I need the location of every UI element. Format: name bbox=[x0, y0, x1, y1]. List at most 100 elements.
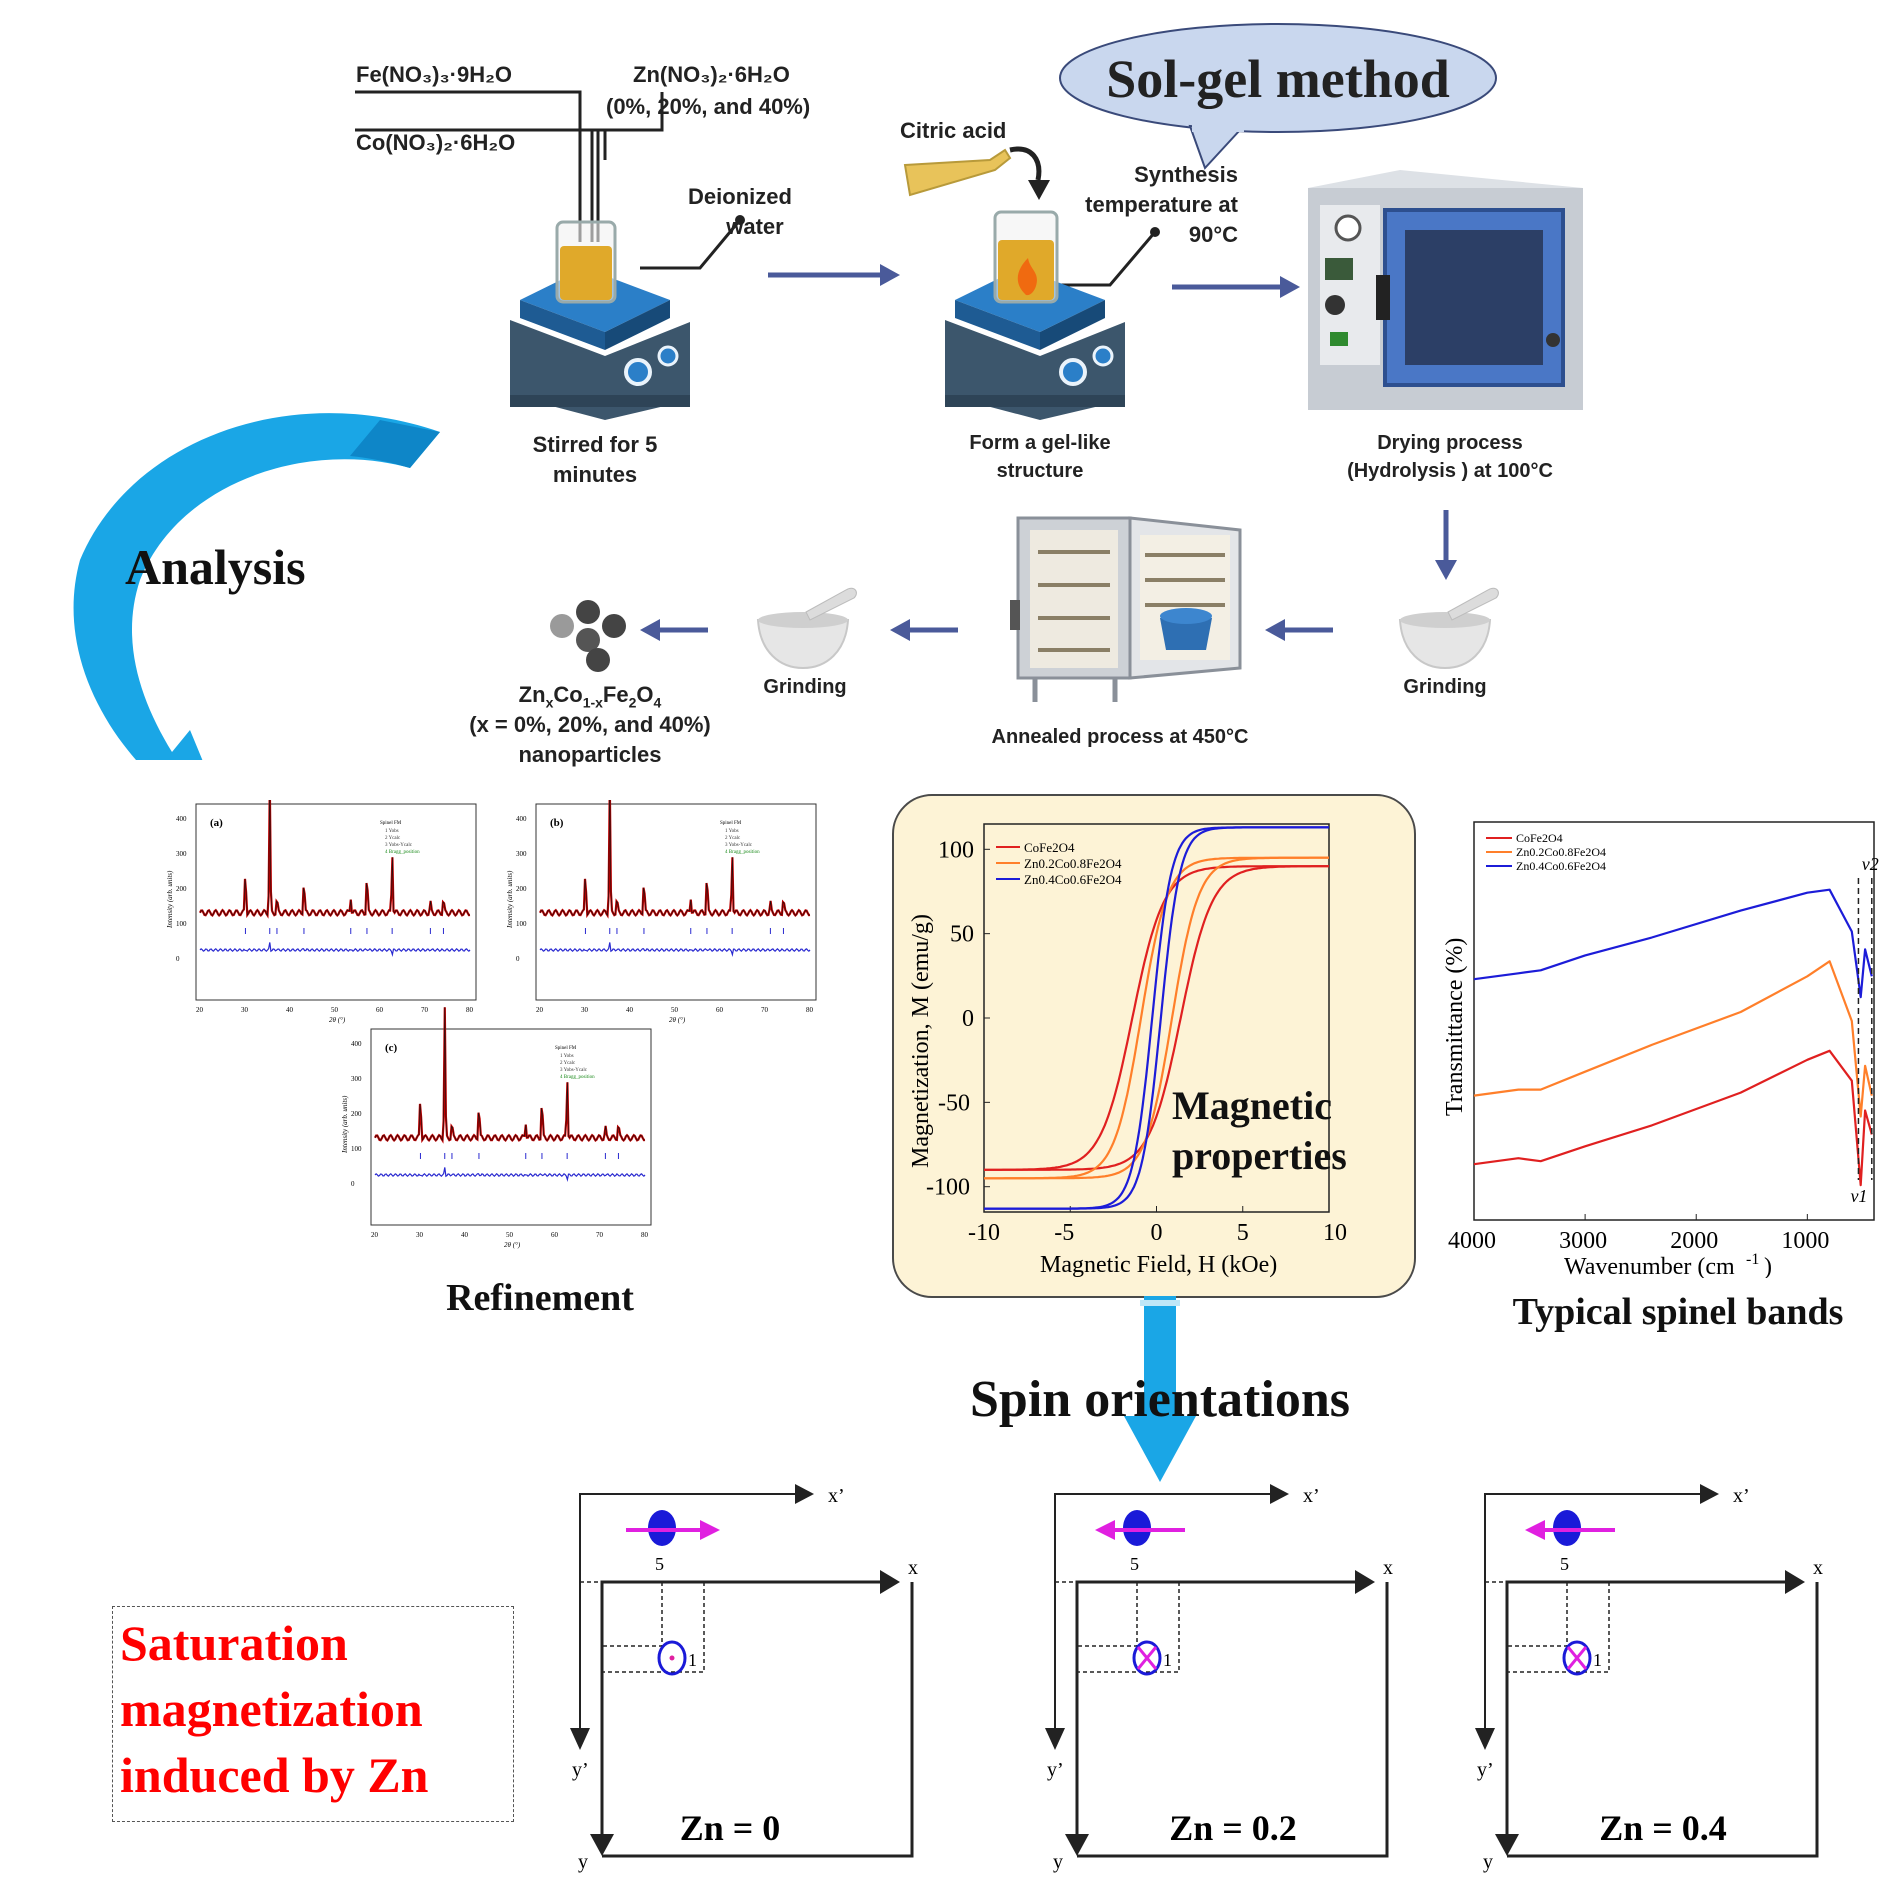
refinement-legend-entry: 4 Bragg_position bbox=[560, 1075, 595, 1080]
refinement-legend-entry: 4 Bragg_position bbox=[385, 850, 420, 855]
ftir-xtick-label: 4000 bbox=[1448, 1228, 1496, 1254]
grinding-label-1: Grinding bbox=[1403, 676, 1487, 698]
spin-box-outline bbox=[1077, 1582, 1389, 1858]
refinement-ytick: 300 bbox=[351, 1075, 362, 1083]
deionized-water-1: Deionized bbox=[688, 184, 792, 209]
ftir-v1-label: v1 bbox=[1850, 1186, 1867, 1206]
ftir-xlabel-exp: -1 bbox=[1746, 1251, 1759, 1268]
refinement-frame bbox=[370, 1028, 652, 1226]
spin-cross-icon bbox=[1566, 1646, 1588, 1670]
spin-yprime-arrowhead bbox=[1475, 1728, 1495, 1750]
refinement-legend-entry: 2 Ycalc bbox=[560, 1061, 576, 1066]
ftir-series-line bbox=[1473, 960, 1873, 1118]
refinement-xtick: 60 bbox=[716, 1006, 724, 1014]
grinding-label-2: Grinding bbox=[763, 676, 847, 698]
hotplate-stirrer-1 bbox=[510, 220, 690, 420]
refinement-ytick: 200 bbox=[176, 885, 187, 893]
product-formula: ZnxCo1-xFe2O4 bbox=[518, 682, 662, 711]
spin-yprime-arrowhead bbox=[570, 1728, 590, 1750]
spin-moment-arrowhead bbox=[700, 1520, 720, 1540]
ftir-xtick-label: 2000 bbox=[1670, 1228, 1718, 1254]
refinement-panel-label: (a) bbox=[210, 817, 223, 829]
spin-axis-y: y bbox=[1053, 1851, 1063, 1873]
ftir-legend-entry: Zn0.4Co0.6Fe2O4 bbox=[1516, 859, 1606, 873]
annealing-furnace-icon bbox=[1010, 516, 1242, 702]
synth-temp-2: temperature at bbox=[1085, 192, 1238, 217]
mag-ytick-label: 50 bbox=[950, 922, 974, 948]
refinement-ylabel: Intensity (arb. units) bbox=[506, 870, 514, 929]
nanoparticles-icon bbox=[550, 600, 626, 672]
spin-axis-xprime: x’ bbox=[828, 1485, 845, 1507]
refinement-legend-entry: 1 Yobs bbox=[385, 829, 399, 834]
refinement-calc-line bbox=[539, 800, 811, 917]
spin-guide bbox=[1507, 1581, 1610, 1673]
refinement-legend-entry: 1 Yobs bbox=[560, 1054, 574, 1059]
step-gel-1: Form a gel-like bbox=[969, 432, 1111, 454]
mag-ytick-label: -50 bbox=[938, 1090, 970, 1116]
spin-site-1-label: 1 bbox=[1593, 1650, 1602, 1670]
spin-x-arrowhead bbox=[1785, 1570, 1805, 1594]
mag-legend-entry: Zn0.2Co0.8Fe2O4 bbox=[1024, 856, 1122, 871]
mag-series-descending bbox=[984, 865, 1329, 1171]
spin-axis-yprime: y’ bbox=[1477, 1759, 1494, 1781]
mortar-pestle-icon-2 bbox=[756, 587, 857, 670]
refinement-legend-entry: 3 Yobs-Ycalc bbox=[560, 1068, 588, 1073]
refinement-ytick: 200 bbox=[351, 1110, 362, 1118]
refinement-xlabel: 2θ (°) bbox=[669, 1016, 686, 1024]
spin-axis-xprime: x’ bbox=[1303, 1485, 1320, 1507]
citric-acid-label: Citric acid bbox=[900, 118, 1007, 143]
refinement-calc-line bbox=[199, 800, 471, 917]
spin-prime-axes bbox=[1054, 1493, 1270, 1728]
step-gel-2: structure bbox=[996, 460, 1084, 482]
spin-y-arrowhead bbox=[590, 1834, 614, 1856]
mag-legend-entry: Zn0.4Co0.6Fe2O4 bbox=[1024, 872, 1122, 887]
refinement-ytick: 400 bbox=[351, 1040, 362, 1048]
mag-series-ascending bbox=[984, 856, 1329, 1180]
refinement-xtick: 50 bbox=[506, 1231, 514, 1239]
refinement-frame bbox=[195, 803, 477, 1001]
step-dry-1: Drying process bbox=[1377, 432, 1523, 454]
magnetic-overlay-2: properties bbox=[1172, 1133, 1347, 1178]
mag-xtick-label: -10 bbox=[968, 1220, 1000, 1246]
ftir-plot-frame bbox=[1473, 821, 1875, 1221]
mag-series-descending bbox=[984, 826, 1329, 1210]
spin-site-1-into-plane bbox=[1132, 1640, 1162, 1676]
refinement-ytick: 100 bbox=[516, 920, 527, 928]
refinement-ytick: 400 bbox=[516, 815, 527, 823]
spin-site-1-label: 1 bbox=[688, 1650, 697, 1670]
refinement-ytick: 100 bbox=[351, 1145, 362, 1153]
analysis-curved-arrow bbox=[73, 413, 440, 760]
refinement-ylabel: Intensity (arb. units) bbox=[166, 870, 174, 929]
refinement-legend-entry: 4 Bragg_position bbox=[725, 850, 760, 855]
spin-prime-axes bbox=[1484, 1493, 1700, 1728]
sol-gel-method-title: Sol-gel method bbox=[1106, 49, 1450, 109]
ftir-xtick-label: 1000 bbox=[1781, 1228, 1829, 1254]
refinement-xlabel: 2θ (°) bbox=[504, 1241, 521, 1249]
refinement-ytick: 0 bbox=[176, 955, 180, 963]
spin-y-arrowhead bbox=[1495, 1834, 1519, 1856]
spin-site-1-out-of-plane bbox=[657, 1640, 687, 1676]
mag-series-descending bbox=[984, 856, 1329, 1180]
refinement-xtick: 60 bbox=[376, 1006, 384, 1014]
refinement-xtick: 20 bbox=[536, 1006, 544, 1014]
refinement-xtick: 70 bbox=[421, 1006, 429, 1014]
spin-guide bbox=[1077, 1581, 1180, 1673]
synth-temp-1: Synthesis bbox=[1134, 162, 1238, 187]
spin-site-5-label: 5 bbox=[1130, 1554, 1139, 1574]
spin-moment-arrowhead bbox=[1525, 1520, 1545, 1540]
spin-axis-x: x bbox=[1813, 1557, 1823, 1579]
mag-xtick-label: 5 bbox=[1237, 1220, 1249, 1246]
refinement-xtick: 40 bbox=[286, 1006, 294, 1014]
refinement-label: Refinement bbox=[446, 1277, 634, 1319]
spin-yprime-arrowhead bbox=[1045, 1728, 1065, 1750]
spin-cross-icon bbox=[1136, 1646, 1158, 1670]
refinement-xtick: 50 bbox=[331, 1006, 339, 1014]
analysis-label: Analysis bbox=[125, 539, 306, 595]
refinement-legend-entry: 3 Yobs-Ycalc bbox=[385, 843, 413, 848]
ftir-series-line bbox=[1473, 888, 1873, 999]
